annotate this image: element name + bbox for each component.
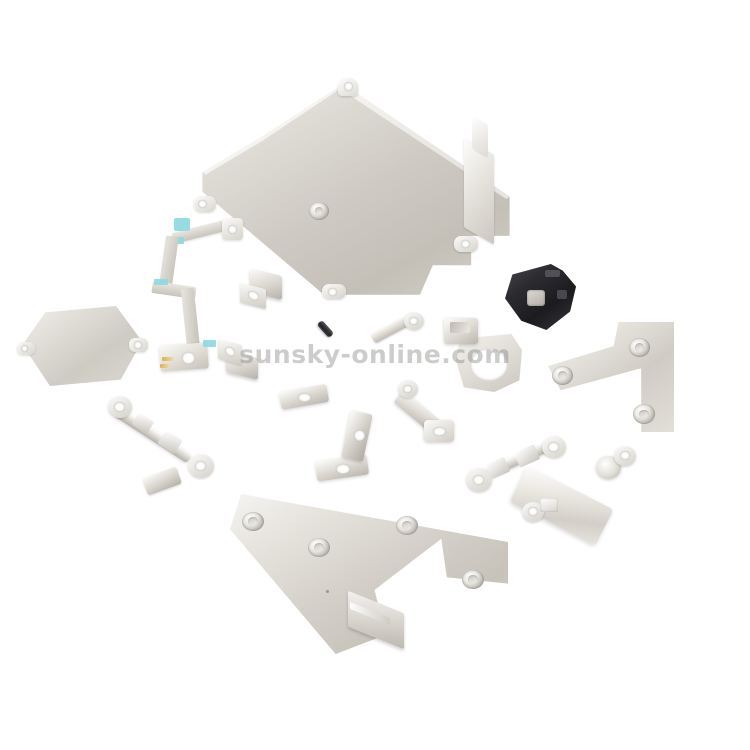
camera-ring-clip-detail bbox=[450, 322, 470, 333]
flat-tab-eye-hole bbox=[409, 317, 418, 325]
batt-bracket-boss bbox=[596, 456, 621, 479]
shield-tab-top-hole bbox=[344, 82, 353, 91]
flex-gold-contact-a bbox=[162, 357, 173, 361]
vol-right-eye-right-hole bbox=[548, 442, 559, 452]
flex-tab-right-hole bbox=[228, 225, 237, 234]
part-camera-ring-bracket bbox=[444, 318, 532, 396]
mount-clip-a-hole bbox=[248, 289, 259, 302]
flex-segment-vertical-lower bbox=[180, 287, 201, 351]
l-bracket-hole-left bbox=[552, 366, 573, 385]
shield-tab-left bbox=[194, 196, 216, 212]
part-antenna-bracket bbox=[393, 380, 460, 448]
shield-tab-right bbox=[454, 236, 478, 252]
part-mount-clip-b bbox=[218, 339, 262, 382]
antenna-bracket-eye-top-hole bbox=[403, 385, 412, 393]
shield-tab-right-hole bbox=[461, 240, 470, 248]
screw-pin-shaft bbox=[316, 320, 335, 339]
antenna-bracket-pad-hole bbox=[433, 427, 446, 436]
camera-ring-aperture bbox=[470, 348, 508, 381]
part-volume-button-bracket-left bbox=[108, 396, 220, 484]
small-shield-body bbox=[24, 306, 142, 386]
part-small-shield-plate bbox=[17, 306, 148, 386]
flex-connector-hole bbox=[182, 352, 195, 364]
u-bracket-hole-3 bbox=[396, 516, 418, 535]
black-cover-notch-a bbox=[545, 270, 560, 277]
flex-gold-contact-b bbox=[160, 364, 169, 368]
u-bracket-hole-2 bbox=[308, 538, 330, 557]
shield-tab-bottom bbox=[322, 284, 346, 299]
small-shield-tab-right bbox=[129, 338, 148, 352]
black-cover-notch-b bbox=[557, 290, 567, 299]
batt-bracket-eye-left bbox=[522, 502, 544, 522]
mount-clip-b-foot bbox=[218, 339, 242, 365]
part-mount-clip-d bbox=[314, 452, 372, 486]
flat-tab-eye bbox=[404, 312, 424, 330]
part-volume-button-bracket-right bbox=[466, 436, 576, 502]
batt-bracket-eye-right-hole bbox=[620, 451, 630, 460]
batt-bracket-slot bbox=[540, 498, 558, 512]
shield-tab-top bbox=[338, 78, 358, 96]
mount-clip-d-hole bbox=[336, 464, 350, 474]
flex-tab-right bbox=[222, 218, 243, 240]
part-power-volume-flex bbox=[148, 218, 258, 392]
part-l-shaped-bracket bbox=[548, 322, 674, 432]
shield-center-boss bbox=[309, 202, 329, 220]
part-black-connector-cover bbox=[505, 264, 579, 330]
u-bracket-pin-mark bbox=[326, 590, 329, 593]
part-screw-pin bbox=[316, 318, 346, 344]
part-mount-clip-c bbox=[278, 383, 332, 414]
part-battery-connector-bracket bbox=[509, 446, 642, 546]
part-speaker-mesh-clip bbox=[340, 410, 384, 468]
l-bracket-hole-top bbox=[629, 338, 650, 357]
shield-tab-left-hole bbox=[198, 200, 207, 208]
vol-left-eye-top-hole bbox=[114, 402, 125, 412]
part-display-shield-plate bbox=[194, 78, 516, 329]
u-bracket-hole-4 bbox=[462, 570, 484, 589]
shield-tab-bottom-hole bbox=[328, 288, 337, 296]
vol-right-eye-right bbox=[542, 436, 566, 458]
antenna-bracket-pad bbox=[424, 420, 454, 442]
u-bracket-hole-1 bbox=[242, 512, 264, 531]
flex-tape-bend bbox=[154, 279, 168, 285]
part-bottom-u-bracket bbox=[230, 494, 508, 654]
mount-clip-b-hole bbox=[225, 345, 235, 358]
flex-tape-connector bbox=[203, 340, 216, 347]
vol-left-eye-top bbox=[108, 396, 132, 418]
part-flat-tab-bracket bbox=[368, 311, 424, 358]
vol-left-eye-bottom-hole bbox=[195, 461, 206, 471]
mount-clip-c-hole bbox=[298, 393, 311, 402]
side-clip-small-body bbox=[142, 466, 182, 496]
small-shield-hole-left bbox=[21, 345, 28, 352]
black-cover-metal-insert bbox=[527, 290, 545, 306]
small-shield-tab-left bbox=[17, 342, 35, 355]
part-side-clip-small bbox=[142, 466, 184, 496]
l-bracket-hole-bottom bbox=[633, 404, 655, 424]
batt-bracket-eye-left-hole bbox=[528, 507, 538, 516]
antenna-bracket-eye-top bbox=[398, 380, 418, 398]
small-shield-hole-right bbox=[134, 341, 142, 349]
batt-bracket-eye-right bbox=[614, 446, 636, 466]
vol-left-eye-bottom bbox=[188, 454, 214, 478]
flex-tape-top bbox=[174, 218, 190, 231]
part-mount-clip-a bbox=[240, 268, 284, 312]
speaker-mesh-clip-hole bbox=[354, 430, 365, 441]
vol-right-eye-left-hole bbox=[473, 475, 484, 485]
vol-right-eye-left bbox=[466, 468, 492, 492]
